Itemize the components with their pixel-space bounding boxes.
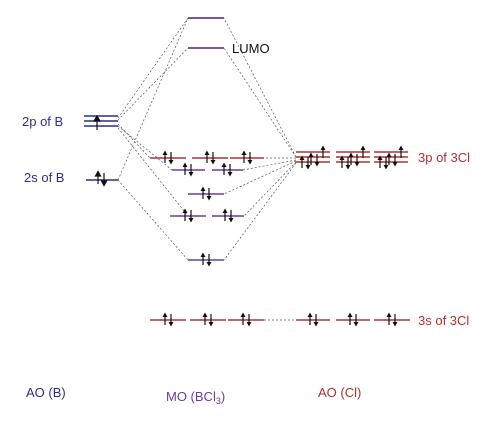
cl-3p-pair [339, 155, 351, 170]
electron-pair [202, 312, 214, 327]
column-label-ao-cl: AO (Cl) [318, 385, 361, 400]
column-label-ao-b: AO (B) [26, 385, 66, 400]
electron-pair [200, 186, 212, 201]
connector-lines [117, 17, 297, 321]
cl-3p-pair [377, 155, 389, 170]
boron-2p-label: 2p of B [22, 114, 63, 129]
cl-3p-pair [386, 152, 398, 167]
electron-pairs [162, 145, 404, 327]
mo-nonbonding-row [150, 157, 264, 171]
electron-pair [307, 312, 319, 327]
electron-pair [221, 162, 233, 177]
column-label-mo-prefix: MO (BCl [166, 389, 216, 404]
electron-pair [347, 312, 359, 327]
cl-3p-label: 3p of 3Cl [418, 150, 470, 165]
electron-pair [162, 312, 174, 327]
electron-pair [222, 208, 234, 223]
electron-pair [182, 208, 194, 223]
cl-3p-pair [348, 152, 360, 167]
electron-pair [241, 150, 253, 165]
cl-3p-unpaired-electron [360, 145, 366, 158]
column-label-mo-suffix: ) [221, 389, 225, 404]
boron-2s-label: 2s of B [24, 170, 64, 185]
column-label-mo: MO (BCl3) [166, 389, 225, 406]
boron-2p-levels [84, 115, 118, 127]
boron-2p-electron [92, 114, 102, 130]
cl-3p-pair [308, 152, 320, 167]
lumo-label: LUMO [232, 41, 270, 56]
column-label-mo-sub: 3 [216, 396, 221, 406]
cl-3p-unpaired-electron [398, 145, 404, 158]
electron-pair [204, 150, 216, 165]
cl-3s-label: 3s of 3Cl [418, 313, 469, 328]
electron-pair [240, 312, 252, 327]
electron-pair [200, 252, 212, 267]
electron-pair [182, 162, 194, 177]
cl-3p-pair [299, 155, 311, 170]
electron-pair [386, 312, 398, 327]
electron-pair [162, 150, 174, 165]
boron-2s-level [86, 170, 118, 187]
cl-3p-unpaired-electron [320, 145, 326, 158]
